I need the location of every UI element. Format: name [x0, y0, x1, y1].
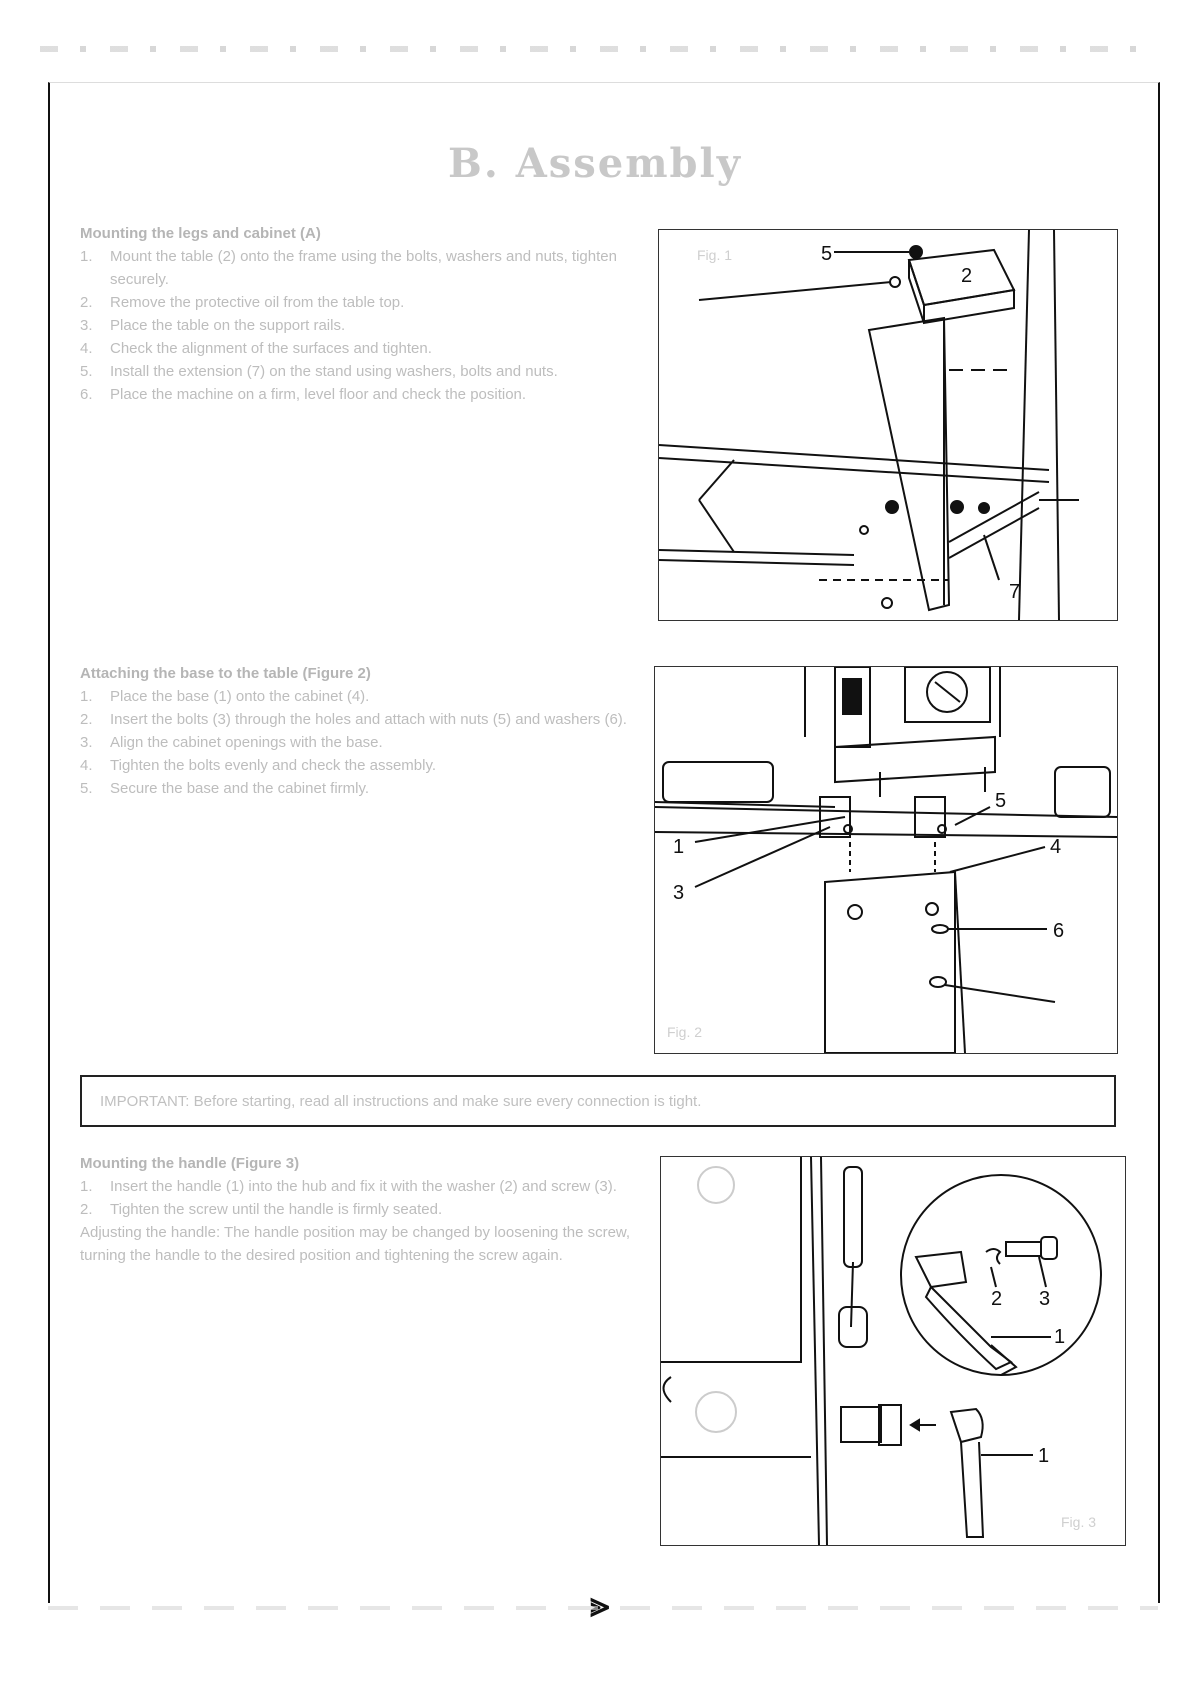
callout-2: 2	[961, 265, 972, 287]
section-legs-cabinet: Mounting the legs and cabinet (A) 1.Moun…	[80, 222, 640, 406]
callout-6: 6	[1053, 920, 1064, 942]
list-item: 2.Insert the bolts (3) through the holes…	[80, 711, 627, 728]
list-item: 1.Insert the handle (1) into the hub and…	[80, 1178, 617, 1195]
callout-4: 4	[1050, 836, 1061, 858]
list-item: 4.Tighten the bolts evenly and check the…	[80, 757, 437, 774]
section-heading: Mounting the handle (Figure 3)	[80, 1155, 300, 1172]
figure-3-drawing: 2 3 1 1 Fig. 3	[661, 1157, 1102, 1545]
callout-1: 1	[1038, 1445, 1049, 1467]
section-heading: Attaching the base to the table (Figure …	[80, 665, 371, 682]
body-paragraph: Adjusting the handle: The handle positio…	[80, 1224, 631, 1264]
callout-1: 1	[1054, 1326, 1065, 1348]
callout-3: 3	[673, 882, 684, 904]
callout-7: 7	[1009, 581, 1020, 603]
scan-artifact-bottom	[48, 1606, 1158, 1610]
figure-1-drawing: 5 2 7 Fig. 1	[659, 230, 1079, 620]
list-item: 1.Place the base (1) onto the cabinet (4…	[80, 688, 370, 705]
figure-label: Fig. 2	[667, 1024, 702, 1040]
list-item: 2.Remove the protective oil from the tab…	[80, 294, 405, 311]
callout-5: 5	[995, 790, 1006, 812]
page-number: ⪢	[590, 1585, 610, 1625]
list-item: 4.Check the alignment of the surfaces an…	[80, 340, 432, 357]
section-handle: Mounting the handle (Figure 3) 1.Insert …	[80, 1152, 640, 1267]
figure-label: Fig. 3	[1061, 1514, 1096, 1530]
figure-2-drawing: 5 1 4 3 6 Fig. 2	[655, 667, 1117, 1053]
list-item: 3.Place the table on the support rails.	[80, 317, 346, 334]
list-item: 5.Install the extension (7) on the stand…	[80, 363, 558, 380]
figure-3-handle: 2 3 1 1 Fig. 3	[660, 1156, 1126, 1546]
figure-1-cabinet-frame: 5 2 7 Fig. 1	[658, 229, 1118, 621]
list-item: 1.Mount the table (2) onto the frame usi…	[80, 248, 617, 288]
list-item: 5.Secure the base and the cabinet firmly…	[80, 780, 370, 797]
section-base-table: Attaching the base to the table (Figure …	[80, 662, 640, 800]
list-item: 6.Place the machine on a firm, level flo…	[80, 386, 527, 403]
callout-3: 3	[1039, 1288, 1050, 1310]
figure-2-base-assembly: 5 1 4 3 6 Fig. 2	[654, 666, 1118, 1054]
figure-label: Fig. 1	[697, 247, 732, 263]
page-frame	[48, 82, 1160, 1603]
list-item: 3.Align the cabinet openings with the ba…	[80, 734, 383, 751]
callout-2: 2	[991, 1288, 1002, 1310]
list-item: 2.Tighten the screw until the handle is …	[80, 1201, 443, 1218]
warning-box: IMPORTANT: Before starting, read all ins…	[80, 1075, 1116, 1127]
page-title: B. Assembly	[448, 140, 742, 187]
callout-1: 1	[673, 836, 684, 858]
callout-5: 5	[821, 243, 832, 265]
section-heading: Mounting the legs and cabinet (A)	[80, 225, 321, 242]
scan-artifact-top	[40, 46, 1160, 52]
